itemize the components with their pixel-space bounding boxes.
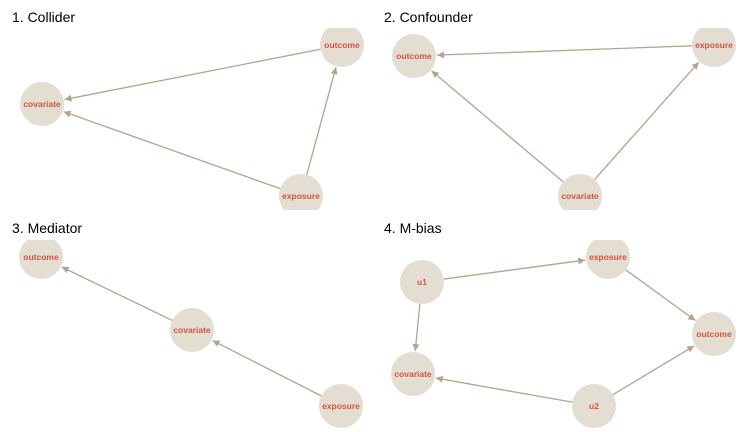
node-covariate: covariate <box>558 174 602 210</box>
node-circle <box>558 174 602 210</box>
edge-exposure-to-outcome <box>436 45 693 59</box>
edge-outcome-to-covariate <box>64 48 321 102</box>
edge-exposure-to-covariate <box>63 110 281 190</box>
node-label: exposure <box>695 40 733 50</box>
node-circle <box>400 260 444 304</box>
node-u1: u1 <box>400 260 444 304</box>
edge-u1-to-exposure <box>443 257 586 280</box>
node-covariate: covariate <box>391 352 435 396</box>
panel-title-m-bias: 4. M-bias <box>384 220 442 236</box>
node-circle <box>692 312 736 356</box>
node-circle <box>572 384 616 428</box>
node-label: outcome <box>396 51 432 61</box>
node-u2: u2 <box>572 384 616 428</box>
node-circle <box>586 240 630 279</box>
m-bias-diagram: u1 exposure outcome covariate u2 <box>391 240 736 428</box>
node-circle <box>392 34 436 78</box>
collider-diagram: covariate outcome exposure <box>20 28 364 210</box>
node-covariate: covariate <box>20 82 64 126</box>
node-exposure: exposure <box>279 174 323 210</box>
node-outcome: outcome <box>392 34 436 78</box>
node-label: outcome <box>696 329 732 339</box>
node-label: covariate <box>394 369 432 379</box>
node-label: covariate <box>173 325 211 335</box>
node-label: u2 <box>589 401 599 411</box>
node-circle <box>692 28 736 67</box>
node-exposure: exposure <box>586 240 630 279</box>
edge-u1-to-covariate <box>412 303 421 352</box>
edge-covariate-to-outcome <box>61 266 173 322</box>
node-label: outcome <box>23 252 59 262</box>
node-outcome: outcome <box>320 28 364 67</box>
panel-title-confounder: 2. Confounder <box>384 9 473 25</box>
edge-covariate-to-exposure <box>594 61 700 180</box>
node-covariate: covariate <box>170 308 214 352</box>
node-circle <box>19 240 63 279</box>
node-label: u1 <box>417 277 427 287</box>
node-circle <box>170 308 214 352</box>
panel-title-mediator: 3. Mediator <box>12 220 83 236</box>
mediator-diagram: outcome covariate exposure <box>19 240 363 428</box>
edge-covariate-to-outcome <box>431 70 564 183</box>
node-exposure: exposure <box>692 28 736 67</box>
node-exposure: exposure <box>319 384 363 428</box>
node-circle <box>320 28 364 67</box>
node-circle <box>391 352 435 396</box>
node-circle <box>279 174 323 210</box>
edge-exposure-to-covariate <box>212 339 322 397</box>
edge-u2-to-outcome <box>612 345 695 396</box>
node-outcome: outcome <box>19 240 63 279</box>
node-label: outcome <box>324 40 360 50</box>
node-label: exposure <box>322 401 360 411</box>
edge-exposure-to-outcome <box>625 269 696 322</box>
node-label: covariate <box>23 99 61 109</box>
node-label: exposure <box>282 191 320 201</box>
confounder-diagram: outcome exposure covariate <box>392 28 736 210</box>
edge-u2-to-covariate <box>435 375 573 403</box>
node-circle <box>319 384 363 428</box>
edge-exposure-to-outcome <box>306 67 338 175</box>
node-label: exposure <box>589 252 627 262</box>
panel-title-collider: 1. Collider <box>12 9 76 25</box>
node-circle <box>20 82 64 126</box>
node-label: covariate <box>561 191 599 201</box>
node-outcome: outcome <box>692 312 736 356</box>
